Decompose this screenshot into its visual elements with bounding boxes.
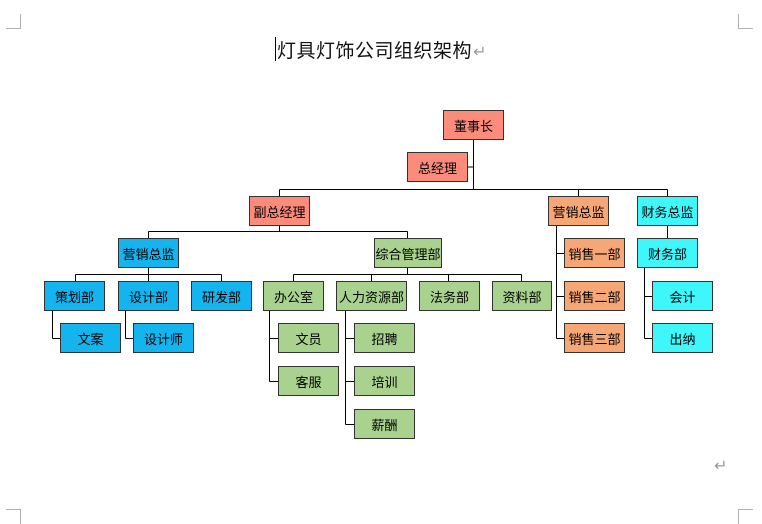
org-node-deputy-gm[interactable]: 副总经理 — [249, 196, 310, 226]
org-node-customer-service[interactable]: 客服 — [278, 366, 339, 396]
org-node-cashier[interactable]: 出纳 — [652, 323, 713, 353]
end-paragraph-mark-icon: ↵ — [714, 456, 728, 475]
org-node-recruiting[interactable]: 招聘 — [354, 323, 415, 353]
org-node-sales-director[interactable]: 营销总监 — [548, 196, 609, 226]
org-node-hr-dept[interactable]: 人力资源部 — [336, 281, 407, 311]
org-node-sales-3[interactable]: 销售三部 — [564, 323, 625, 353]
org-node-rnd-dept[interactable]: 研发部 — [191, 281, 252, 311]
org-node-legal-dept[interactable]: 法务部 — [419, 281, 480, 311]
paragraph-mark-icon: ↵ — [473, 42, 487, 61]
page-corner-mark-top-right — [738, 14, 753, 29]
org-node-training[interactable]: 培训 — [354, 366, 415, 396]
org-node-sales-1[interactable]: 销售一部 — [564, 238, 625, 268]
org-node-general-manager[interactable]: 总经理 — [407, 152, 468, 182]
org-node-sales-2[interactable]: 销售二部 — [564, 281, 625, 311]
org-node-finance-director[interactable]: 财务总监 — [637, 196, 698, 226]
org-node-designer[interactable]: 设计师 — [133, 323, 194, 353]
page-corner-mark-bottom-right — [738, 509, 753, 524]
org-node-compensation[interactable]: 薪酬 — [354, 409, 415, 439]
org-node-data-dept[interactable]: 资料部 — [492, 281, 552, 311]
page-corner-mark-top-left — [6, 14, 21, 29]
org-node-office[interactable]: 办公室 — [263, 281, 324, 311]
document-title: 灯具灯饰公司组织架构 — [277, 40, 473, 62]
text-cursor — [275, 37, 277, 61]
org-node-copywriting[interactable]: 文案 — [60, 323, 121, 353]
org-node-finance-dept[interactable]: 财务部 — [637, 238, 698, 268]
org-node-marketing-director[interactable]: 营销总监 — [118, 238, 179, 268]
org-node-design-dept[interactable]: 设计部 — [118, 281, 179, 311]
page-corner-mark-bottom-left — [6, 509, 21, 524]
document-title-line[interactable]: 灯具灯饰公司组织架构↵ — [0, 36, 762, 63]
org-node-chairman[interactable]: 董事长 — [443, 110, 504, 140]
org-node-accounting[interactable]: 会计 — [652, 281, 713, 311]
org-node-general-admin[interactable]: 综合管理部 — [374, 238, 442, 268]
org-node-planning-dept[interactable]: 策划部 — [44, 281, 105, 311]
org-node-clerk[interactable]: 文员 — [278, 323, 339, 353]
